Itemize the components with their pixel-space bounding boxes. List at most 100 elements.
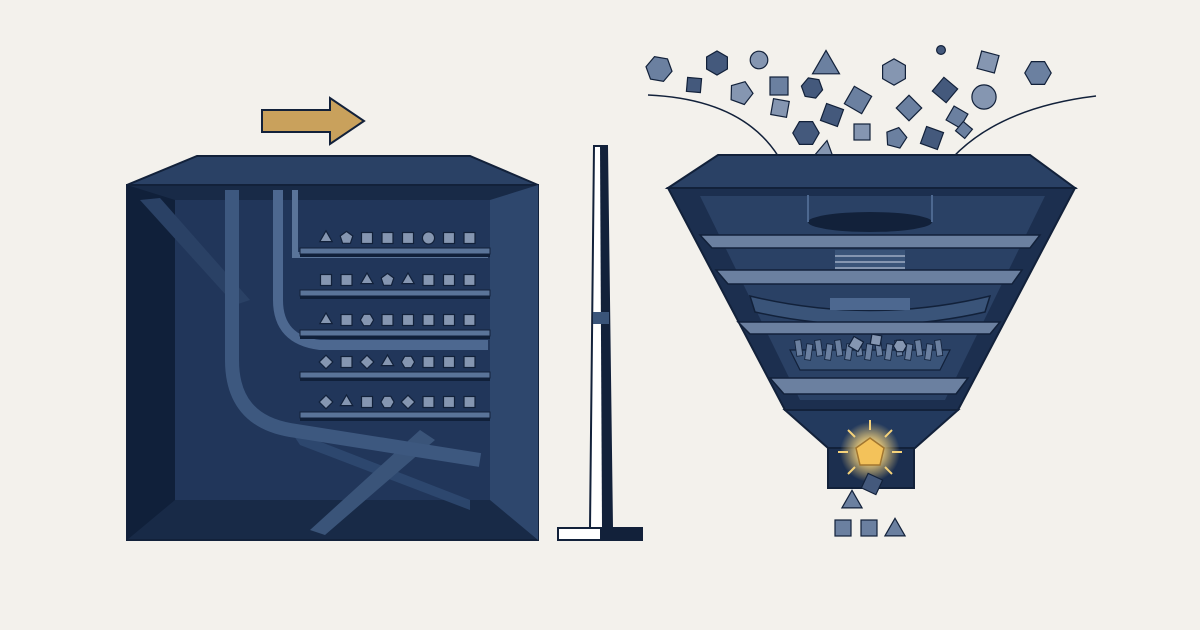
left-cabinet xyxy=(126,155,539,541)
shelf-item-pentagon xyxy=(380,272,395,286)
flying-hexagon xyxy=(1024,60,1052,86)
funnel-lid xyxy=(664,154,1079,189)
cabinet-strut-cross xyxy=(310,430,435,535)
shelf-item-square xyxy=(319,273,333,287)
shelf-item-pentagon xyxy=(339,230,354,244)
flying-hexagon xyxy=(792,120,820,145)
tall-divider-icon xyxy=(557,145,643,541)
shelf-item-square xyxy=(463,355,476,369)
flying-hexagon xyxy=(645,55,673,83)
shelf-item-square xyxy=(360,395,374,409)
shelf-item-triangle xyxy=(359,271,375,285)
shelf-item-square xyxy=(442,395,456,409)
flying-square xyxy=(769,76,789,96)
shelf-item-square xyxy=(463,395,476,409)
funnel-shelf-4 xyxy=(768,377,970,395)
grinder-hexagon xyxy=(892,339,908,353)
shelf-item-square xyxy=(463,231,476,245)
shelf-item-square xyxy=(442,313,456,327)
shelf-item-square xyxy=(381,231,394,245)
flying-square xyxy=(895,94,923,122)
shelf-item-triangle xyxy=(380,353,395,367)
shelf-item-diamond xyxy=(359,354,375,370)
flying-circle xyxy=(971,84,997,110)
shelf-item-square xyxy=(463,313,476,327)
flying-circle xyxy=(935,44,946,55)
shelf-item-square xyxy=(463,273,476,287)
flying-pentagon xyxy=(730,81,754,106)
cabinet-shelf xyxy=(299,289,491,297)
output-triangle xyxy=(883,517,907,537)
cabinet-shelf-shadow xyxy=(300,378,490,381)
glowing-gem-icon xyxy=(838,420,902,484)
cabinet-shelf xyxy=(299,329,491,337)
cabinet-shelves xyxy=(299,229,491,421)
flying-square xyxy=(843,85,873,115)
shelf-item-hexagon xyxy=(400,355,416,369)
flying-square xyxy=(853,123,871,141)
output-square xyxy=(834,519,852,537)
grinder-tooth xyxy=(804,343,814,361)
funnel-tier-intake xyxy=(807,195,933,232)
shelf-item-square xyxy=(401,231,415,245)
flying-square xyxy=(819,102,845,128)
shelf-item-square xyxy=(422,355,435,369)
grinder-tooth xyxy=(934,339,944,357)
grinder-square xyxy=(869,333,883,347)
shelf-item-circle xyxy=(421,231,436,245)
shelf-item-hexagon xyxy=(359,313,375,327)
flying-pentagon xyxy=(886,126,908,149)
shelf-item-diamond xyxy=(318,354,334,370)
shelf-item-triangle xyxy=(318,229,334,243)
output-square xyxy=(860,472,884,496)
cabinet-shelf xyxy=(299,411,491,419)
grinder-tooth xyxy=(884,343,894,361)
cabinet-pipe-inner xyxy=(273,190,488,350)
cabinet-shelf-shadow xyxy=(300,418,490,421)
cabinet-shelf xyxy=(299,247,491,255)
cabinet-shelf xyxy=(299,371,491,379)
grinder-square xyxy=(847,335,865,353)
flying-square xyxy=(919,125,945,151)
cabinet-left-wall xyxy=(127,185,175,540)
shelf-item-square xyxy=(422,395,435,409)
shelf-item-square xyxy=(442,231,456,245)
shelf-item-triangle xyxy=(318,311,334,325)
grinder-tooth xyxy=(814,339,824,357)
shelf-item-square xyxy=(340,313,353,327)
funnel-shelf-1 xyxy=(698,234,1042,249)
output-triangle xyxy=(840,489,864,509)
shelf-item-square xyxy=(360,231,374,245)
flying-square xyxy=(976,50,1000,74)
cabinet-side-wall xyxy=(490,185,538,540)
shelf-item-square xyxy=(401,313,415,327)
grinder-tooth xyxy=(794,339,804,357)
shelf-item-triangle xyxy=(400,271,416,285)
shelf-item-triangle xyxy=(339,393,354,407)
cabinet-shelf-shadow xyxy=(300,296,490,299)
cabinet-pipe-outer xyxy=(225,190,482,467)
flying-circle xyxy=(749,50,769,70)
funnel-shelf-3 xyxy=(736,321,1002,335)
grinder-tooth xyxy=(914,339,924,357)
shelf-item-diamond xyxy=(400,394,416,410)
grinder-tooth xyxy=(904,343,914,361)
flying-square xyxy=(954,120,974,140)
shelf-item-square xyxy=(340,355,353,369)
cabinet-shelf-shadow xyxy=(300,254,490,257)
flying-hexagon xyxy=(705,50,729,76)
cabinet-strut-diagonal xyxy=(140,198,250,305)
funnel-shelf-2 xyxy=(714,269,1024,285)
shelf-item-hexagon xyxy=(380,395,395,409)
grinder-tooth xyxy=(824,343,834,361)
shelf-item-square xyxy=(422,313,435,327)
shelf-item-square xyxy=(381,313,394,327)
grinder-tooth xyxy=(924,343,934,361)
output-shapes xyxy=(834,472,907,537)
flying-hexagon xyxy=(881,58,907,86)
flying-square xyxy=(685,76,703,94)
output-square xyxy=(860,519,878,537)
shelf-item-square xyxy=(442,273,456,287)
flying-triangle xyxy=(811,49,841,75)
shelf-item-square xyxy=(442,355,456,369)
